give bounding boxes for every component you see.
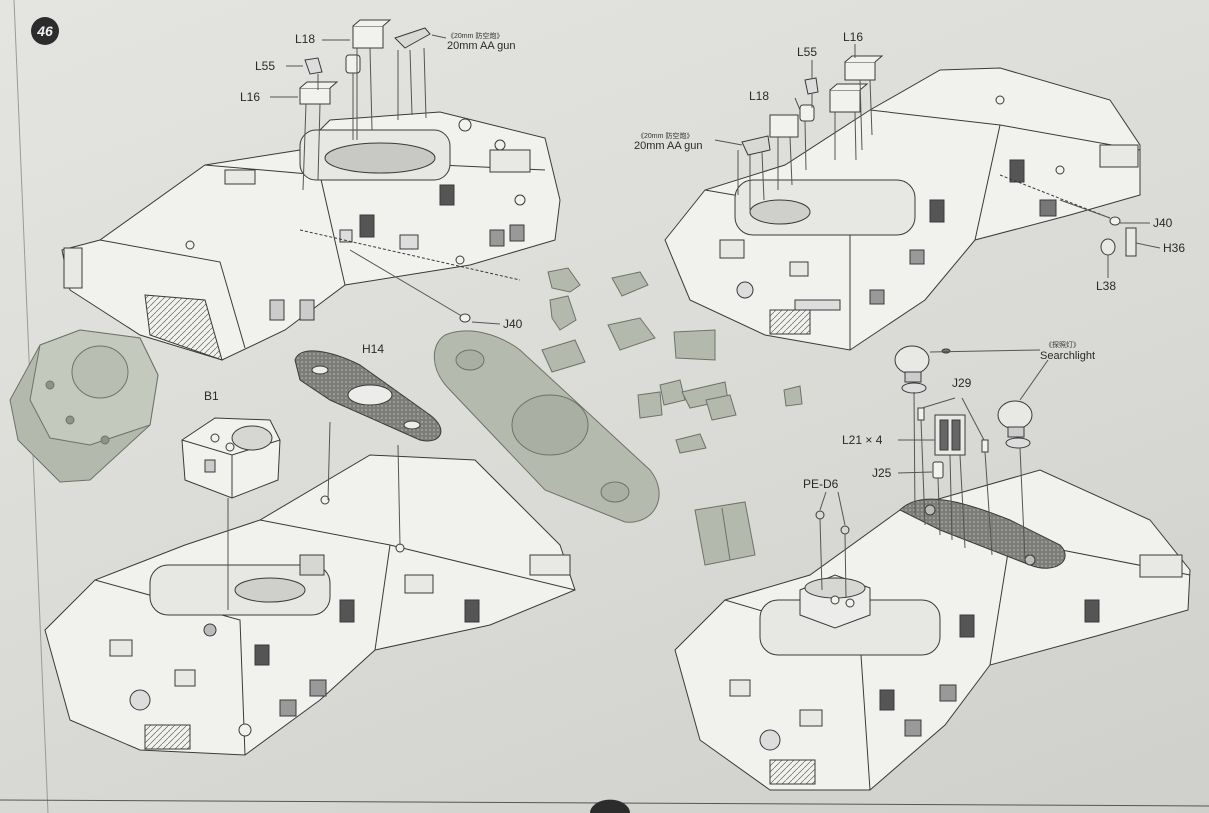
label-aa-gun-cn-tr: 《20mm 防空炮》 xyxy=(637,133,694,140)
label-pe-d6: PE-D6 xyxy=(803,477,839,491)
label-l21-x4: L21 × 4 xyxy=(842,433,883,447)
b1-box-part xyxy=(181,417,281,499)
tr-part-callouts xyxy=(714,44,1161,278)
step-number-badge: 46 xyxy=(31,17,59,45)
turret-resin-part xyxy=(9,329,159,483)
label-h36-tr: H36 xyxy=(1163,241,1186,255)
sprue-small-parts xyxy=(541,267,803,566)
label-j25: J25 xyxy=(872,466,892,480)
label-l16-tl: L16 xyxy=(240,90,261,104)
assembly-top-right xyxy=(664,67,1141,351)
label-l38-tr: L38 xyxy=(1096,279,1117,293)
label-l18-tl: L18 xyxy=(295,32,316,46)
label-l55-tl: L55 xyxy=(255,59,276,73)
label-aa-gun-en-tl: 20mm AA gun xyxy=(447,40,516,52)
label-h14: H14 xyxy=(362,342,385,356)
br-part-callouts xyxy=(815,345,1049,599)
assembly-bottom-right xyxy=(674,469,1191,791)
label-aa-gun-cn-tl: 《20mm 防空炮》 xyxy=(447,33,504,40)
label-aa-gun-en-tr: 20mm AA gun xyxy=(634,140,703,152)
label-b1: B1 xyxy=(204,389,219,403)
label-l18-tr: L18 xyxy=(749,89,770,103)
assembly-top-left xyxy=(61,111,561,361)
next-step-badge-fragment xyxy=(590,799,630,813)
h14-deck-platform xyxy=(294,350,442,442)
label-searchlight-cn: 《探照灯》 xyxy=(1045,342,1080,349)
label-j40-mid: J40 xyxy=(503,317,523,331)
large-deck-plate xyxy=(433,330,660,523)
label-j40-tr: J40 xyxy=(1153,216,1173,230)
label-searchlight-en: Searchlight xyxy=(1040,350,1096,362)
label-j29: J29 xyxy=(952,376,972,390)
tl-part-callouts xyxy=(270,19,501,325)
label-l55-tr: L55 xyxy=(797,45,818,59)
label-l16-tr: L16 xyxy=(843,30,864,44)
assembly-bottom-left xyxy=(44,421,576,756)
